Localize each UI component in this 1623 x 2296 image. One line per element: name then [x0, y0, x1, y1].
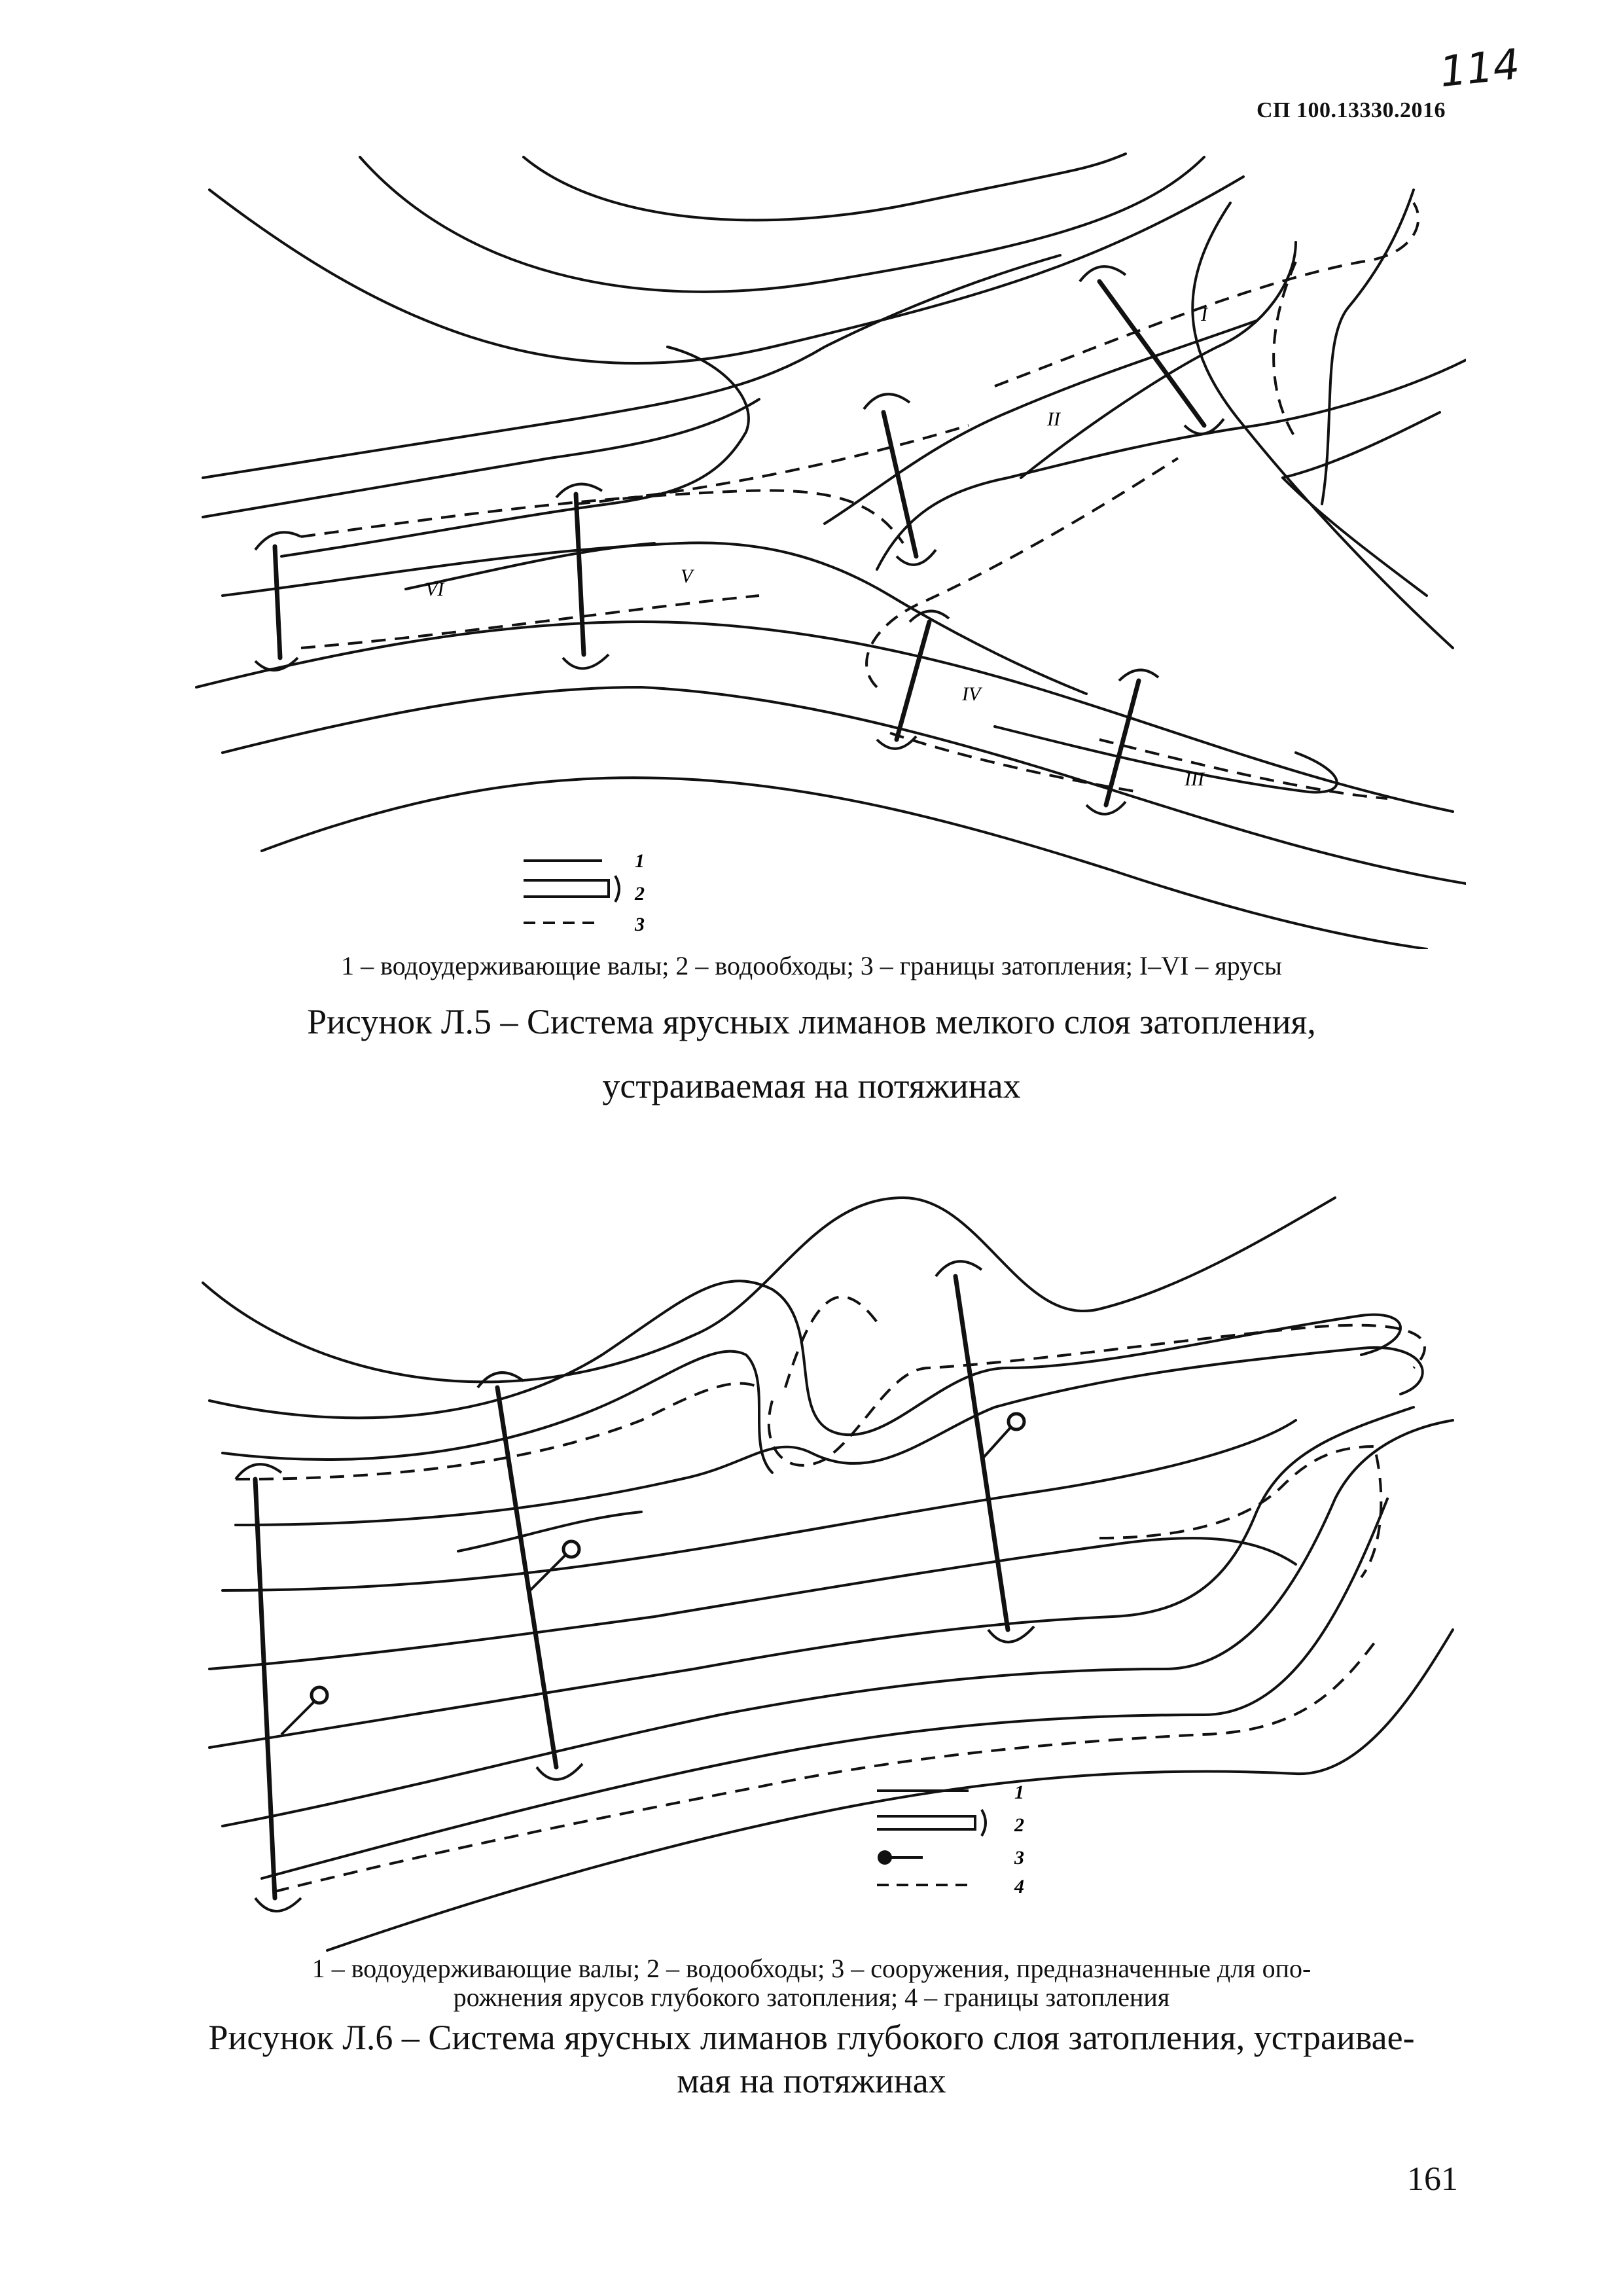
- fig5-legend-item-3: 3: [634, 914, 645, 935]
- zone-label-V: V: [681, 565, 695, 587]
- fig6-flood-boundaries: [235, 1295, 1426, 1893]
- fig5-legend: 1 2 3: [524, 850, 645, 935]
- zone-label-II: II: [1046, 408, 1061, 430]
- fig5-contour-lines: [195, 152, 1466, 949]
- drain-structure-stem: [980, 1426, 1012, 1461]
- fig6-bypasses: [234, 1260, 1035, 1912]
- legend-bypass-line: [877, 1815, 976, 1831]
- page-number: 161: [1407, 2161, 1458, 2198]
- fig6-legend-caption-line-1: 1 – водоудерживающие валы; 2 – водообход…: [312, 1954, 1311, 1983]
- fig6-legend: 1 2 3 4: [877, 1782, 1024, 1897]
- fig6-legend-item-2: 2: [1014, 1814, 1024, 1836]
- document-code: СП 100.13330.2016: [1257, 98, 1446, 122]
- legend-drain-marker: [878, 1850, 892, 1865]
- figure-6-contour-diagram: 1 2 3 4: [202, 1196, 1454, 1952]
- drain-structure-stem: [529, 1553, 567, 1592]
- fig5-title-line-2: устраиваемая на потяжинах: [602, 1066, 1021, 1105]
- fig5-zone-labels: I II III IV V VI: [425, 304, 1209, 790]
- drain-structure-stem: [280, 1700, 315, 1736]
- fig6-legend-caption-line-2: рожнения ярусов глубокого затопления; 4 …: [453, 1982, 1170, 2012]
- zone-label-III: III: [1184, 768, 1205, 790]
- legend-bypass-arc: [614, 874, 620, 903]
- fig6-title-line-2: мая на потяжинах: [677, 2061, 946, 2100]
- fig6-legend-item-3: 3: [1014, 1847, 1024, 1869]
- drain-structure-marker: [562, 1539, 581, 1559]
- fig5-legend-item-1: 1: [635, 850, 645, 872]
- fig5-dams: [272, 279, 1207, 808]
- fig5-title-line-1: Рисунок Л.5 – Система ярусных лиманов ме…: [307, 1002, 1316, 1041]
- fig6-drain-structures: [280, 1412, 1026, 1736]
- fig6-legend-item-1: 1: [1014, 1782, 1024, 1803]
- legend-bypass-arc: [980, 1808, 987, 1837]
- zone-label-I: I: [1200, 304, 1209, 325]
- fig6-legend-item-4: 4: [1014, 1876, 1024, 1897]
- handwritten-page-number: 114: [1437, 40, 1522, 98]
- legend-bypass-line: [524, 879, 610, 898]
- zone-label-VI: VI: [425, 579, 445, 600]
- fig5-flood-boundaries: [300, 202, 1420, 800]
- drain-structure-marker: [1007, 1412, 1026, 1431]
- fig6-dams: [253, 1274, 1010, 1901]
- fig5-bypasses: [254, 265, 1225, 816]
- fig6-title-line-1: Рисунок Л.6 – Система ярусных лиманов гл…: [208, 2018, 1415, 2057]
- fig5-legend-caption: 1 – водоудерживающие валы; 2 – водообход…: [341, 951, 1282, 980]
- fig5-legend-item-2: 2: [634, 883, 645, 905]
- zone-label-IV: IV: [961, 683, 983, 705]
- fig6-contour-lines: [202, 1196, 1454, 1952]
- drain-structure-marker: [310, 1685, 329, 1705]
- figure-5-contour-diagram: I II III IV V VI 1 2 3: [195, 152, 1466, 949]
